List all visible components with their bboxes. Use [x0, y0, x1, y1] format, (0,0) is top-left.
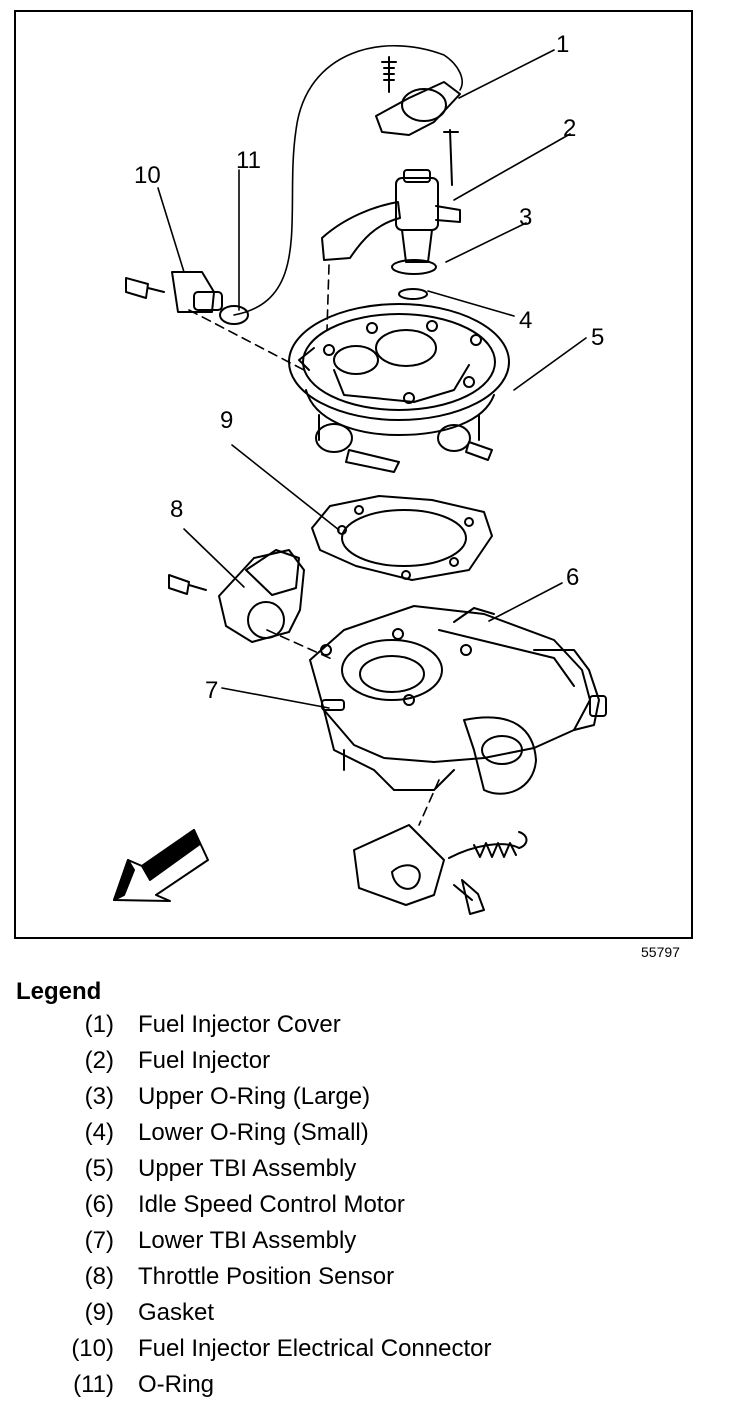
callout-3: 3	[519, 204, 533, 231]
connector-o-ring	[219, 305, 249, 325]
callout-9: 9	[220, 407, 234, 434]
lower-tbi-assembly	[309, 605, 607, 795]
legend-number: (3)	[84, 1083, 114, 1110]
callout-10: 10	[134, 162, 161, 189]
legend-number: (7)	[84, 1227, 114, 1254]
leader-lines	[157, 49, 587, 709]
callout-8: 8	[170, 496, 184, 523]
legend-label: Fuel Injector Cover	[138, 1011, 341, 1038]
tbi-exploded-diagram	[113, 44, 607, 915]
legend-label: Idle Speed Control Motor	[138, 1191, 405, 1218]
legend-number: (1)	[84, 1011, 114, 1038]
legend-number: (11)	[73, 1371, 114, 1398]
callout-2: 2	[563, 115, 577, 142]
upper-tbi-assembly	[288, 303, 510, 473]
legend-label: Upper O-Ring (Large)	[138, 1083, 371, 1110]
legend-number: (5)	[84, 1155, 114, 1182]
legend-number: (2)	[84, 1047, 114, 1074]
legend-title: Legend	[16, 978, 102, 1005]
callout-7: 7	[205, 677, 219, 704]
gasket	[311, 495, 493, 581]
legend-label: Lower TBI Assembly	[138, 1227, 357, 1254]
callout-4: 4	[519, 307, 533, 334]
wiring-harness	[233, 44, 463, 316]
legend-label: Gasket	[138, 1299, 215, 1326]
figure-id: 55797	[641, 944, 680, 960]
throttle-position-sensor	[168, 549, 305, 643]
callout-1: 1	[556, 31, 570, 58]
legend-label: Upper TBI Assembly	[138, 1155, 357, 1182]
fuel-injector	[321, 169, 461, 263]
legend-number: (9)	[84, 1299, 114, 1326]
legend-number: (6)	[84, 1191, 114, 1218]
fuel-injector-connector	[125, 271, 223, 313]
legend-number: (10)	[71, 1335, 114, 1362]
legend-label: Fuel Injector	[138, 1047, 271, 1074]
legend-label: Fuel Injector Electrical Connector	[138, 1335, 492, 1362]
legend-label: O-Ring	[138, 1371, 215, 1398]
callout-5: 5	[591, 324, 605, 351]
upper-o-ring	[391, 259, 437, 275]
fuel-injector-cover	[375, 56, 461, 186]
legend-number: (8)	[84, 1263, 114, 1290]
callout-11: 11	[236, 147, 261, 174]
legend-label: Lower O-Ring (Small)	[138, 1119, 369, 1146]
legend-label: Throttle Position Sensor	[138, 1263, 395, 1290]
legend-number: (4)	[84, 1119, 114, 1146]
figure-frame	[14, 10, 693, 939]
direction-arrow-icon	[113, 829, 209, 902]
return-spring-bracket	[353, 824, 528, 915]
callout-6: 6	[566, 564, 580, 591]
lower-o-ring	[398, 288, 428, 300]
